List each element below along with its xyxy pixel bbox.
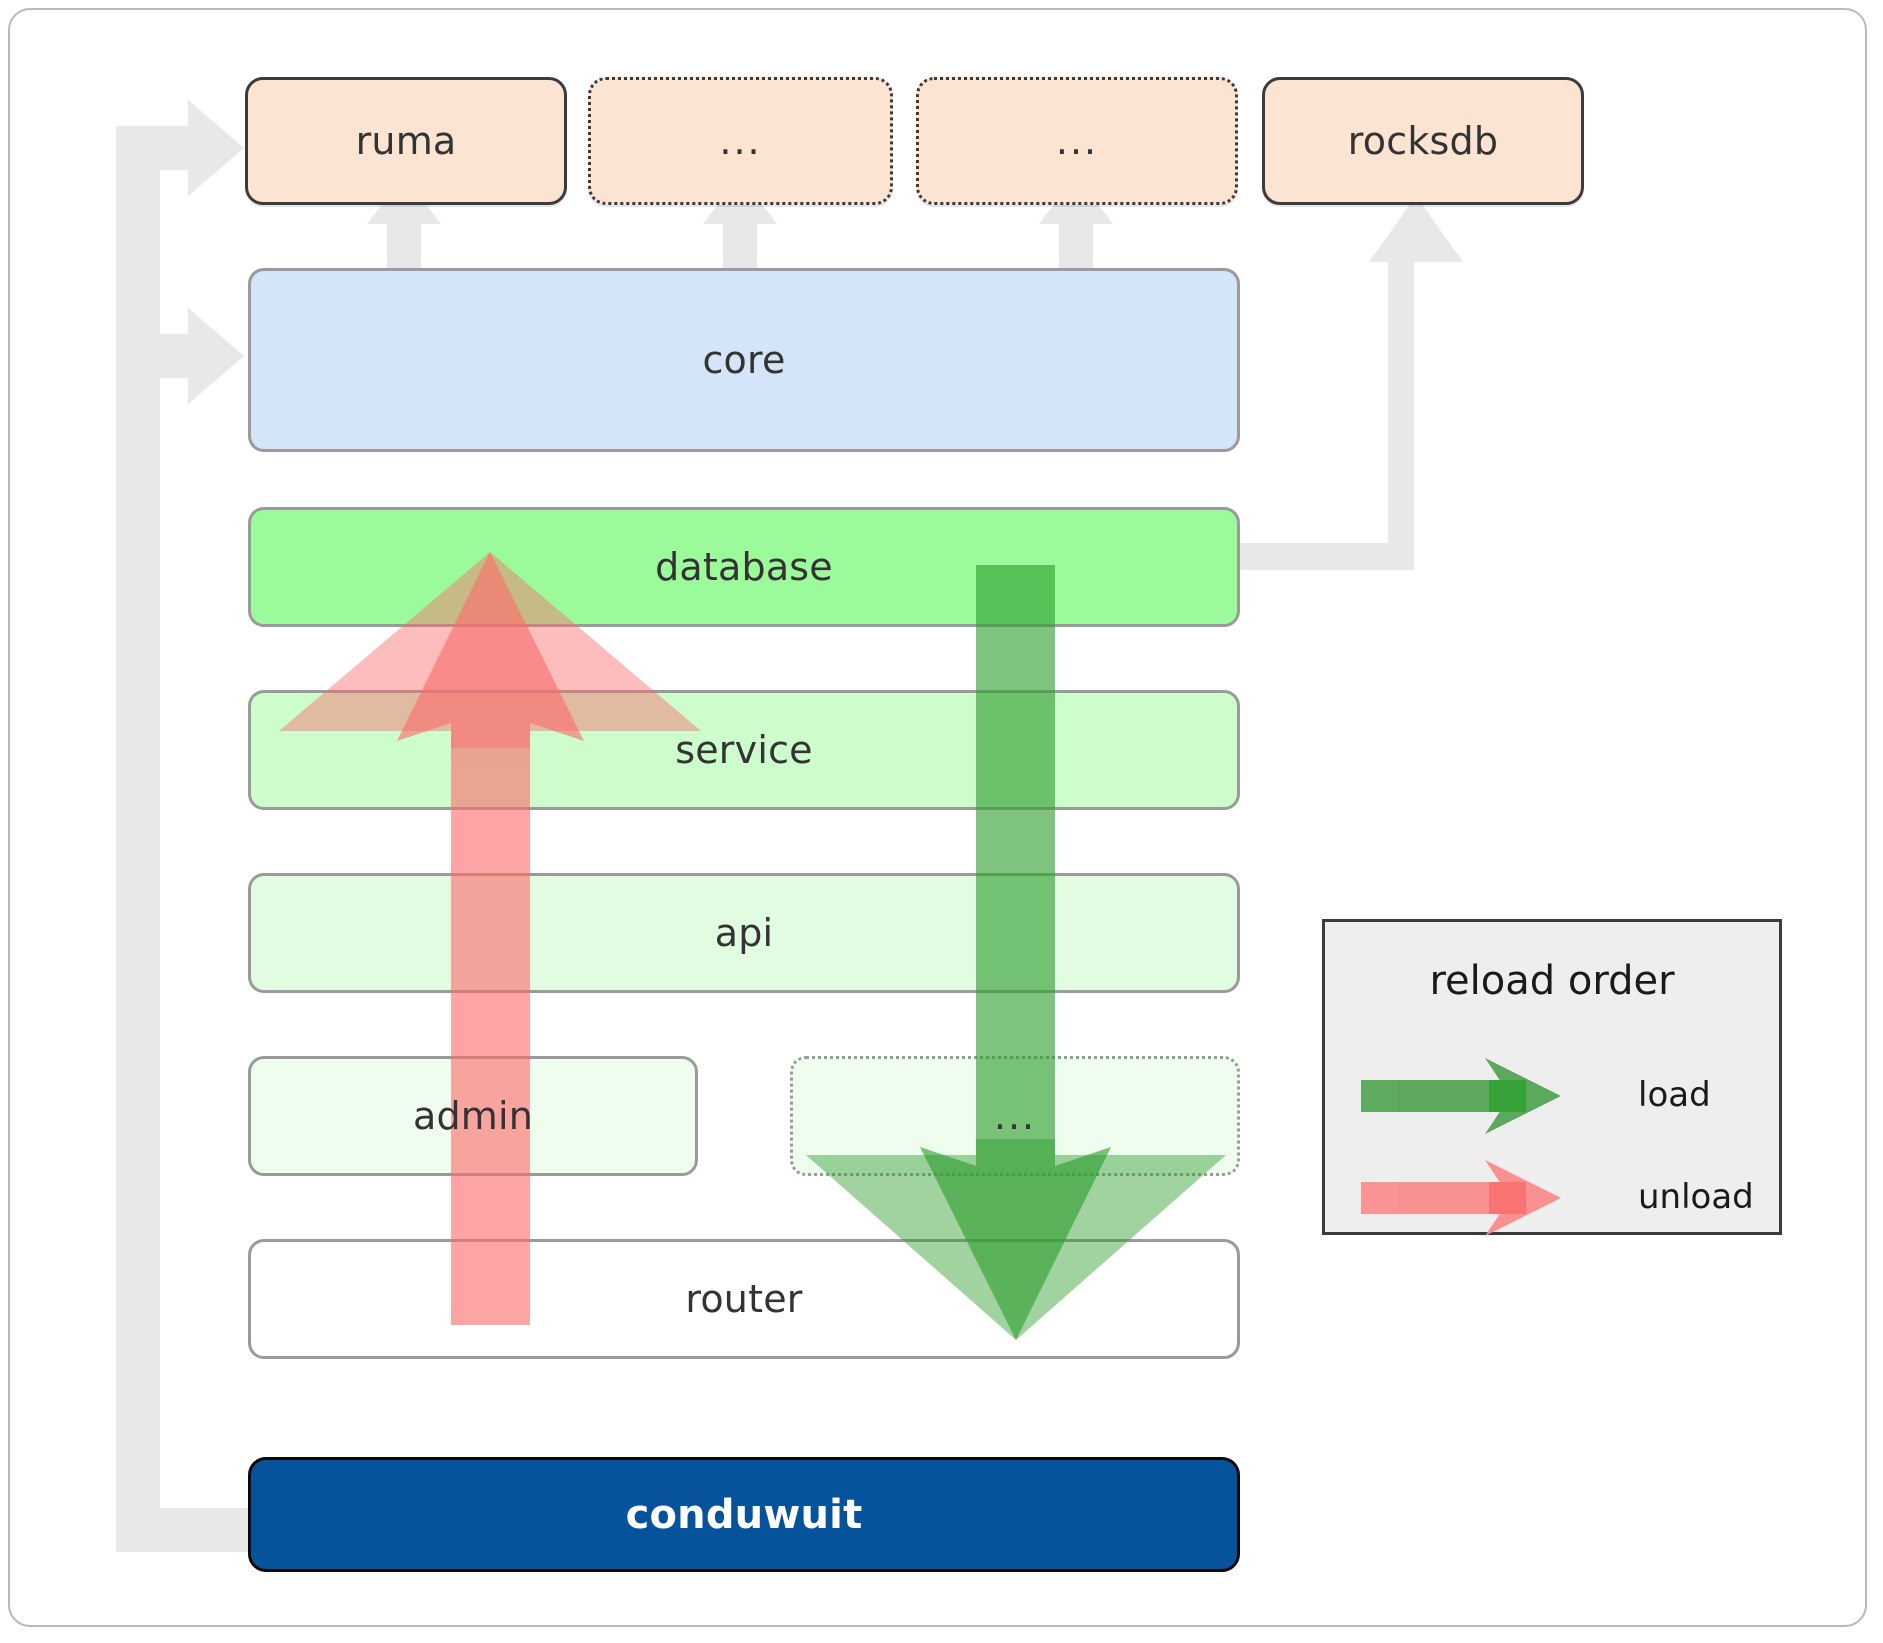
load-arrow-head — [920, 1147, 1111, 1340]
load-arrow-outer — [806, 1139, 1226, 1340]
connector-conduwuit-branch — [116, 1508, 250, 1552]
legend-panel: reload order load unload — [1322, 919, 1782, 1236]
connector-conduwuit-trunk — [116, 126, 160, 1530]
unload-arrow-outer — [279, 552, 701, 748]
node-core[interactable]: core — [248, 268, 1240, 452]
legend-title: reload order — [1429, 958, 1675, 1004]
legend-arrow-unload — [1361, 1160, 1561, 1236]
legend-label-unload: unload — [1638, 1177, 1754, 1217]
legend-arrow-load — [1361, 1058, 1561, 1134]
connector-database-to-rocksdb — [1230, 262, 1414, 570]
unload-arrow — [397, 552, 584, 1325]
unload-arrow-head-outer — [279, 552, 701, 748]
connector-arrow-to-rocksdb — [1369, 196, 1463, 262]
unload-arrow-head — [397, 552, 584, 741]
load-arrow-head-outer — [806, 1139, 1226, 1340]
node-conduwuit[interactable]: conduwuit — [248, 1457, 1240, 1572]
legend-label-load: load — [1638, 1075, 1711, 1115]
node-ruma[interactable]: ruma — [245, 77, 567, 205]
unload-arrow-shaft — [451, 650, 530, 1325]
load-arrow-shaft — [976, 565, 1055, 1237]
node-conduwuit-label: conduwuit — [625, 1491, 863, 1538]
load-arrow — [920, 565, 1111, 1340]
connector-arrow-to-ruma — [116, 100, 244, 196]
node-dependency-3[interactable]: ... — [916, 77, 1238, 205]
connector-arrow-to-core — [116, 308, 244, 404]
